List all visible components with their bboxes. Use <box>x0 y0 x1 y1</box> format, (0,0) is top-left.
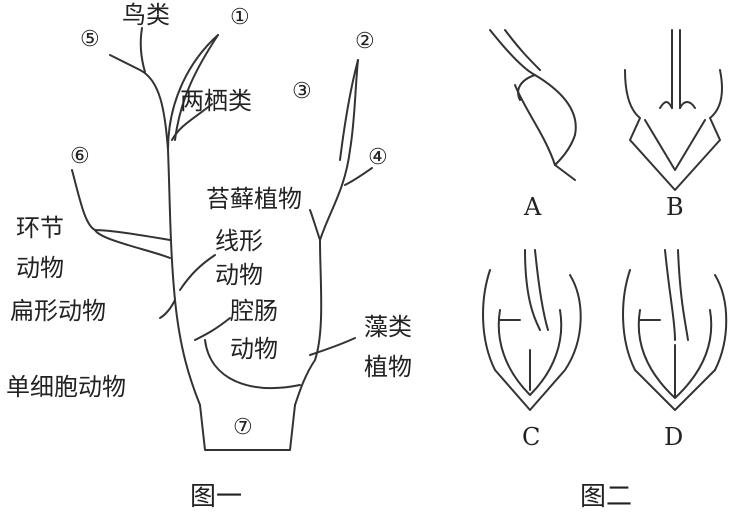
number-6: ⑥ <box>70 144 90 169</box>
label-nematodes-1: 线形 <box>215 227 263 255</box>
branch-3-amphibian <box>171 103 213 141</box>
branch-algae <box>309 337 356 356</box>
number-5: ⑤ <box>80 27 100 52</box>
label-protozoa: 单细胞动物 <box>6 373 126 401</box>
branch-2-inner <box>339 59 359 161</box>
inner-bowl <box>204 339 301 389</box>
branch-1 <box>167 34 219 151</box>
figure1-caption: 图一 <box>190 482 243 512</box>
branch-nematode <box>179 254 216 291</box>
branch-1-inner <box>174 34 219 141</box>
label-coelenterates-1: 腔肠 <box>230 297 278 325</box>
label-coelenterates-2: 动物 <box>230 335 278 363</box>
label-annelids-2: 动物 <box>16 254 64 282</box>
branch-flatworm <box>159 299 176 319</box>
label-nematodes-2: 动物 <box>215 261 263 289</box>
branch-6-annelid <box>71 169 171 241</box>
figure2-caption: 图二 <box>580 482 633 512</box>
number-1: ① <box>230 5 250 30</box>
branch-moss <box>309 209 321 241</box>
panel-label-d: D <box>664 423 684 451</box>
number-4: ④ <box>368 145 388 170</box>
label-annelids-1: 环节 <box>16 214 64 242</box>
panel-label-c: C <box>522 423 541 451</box>
number-2: ② <box>355 29 375 54</box>
branch-bird <box>139 27 146 73</box>
evolution-tree <box>71 27 373 451</box>
trunk-left-edge <box>109 54 201 406</box>
label-algae-1: 藻类 <box>364 313 412 341</box>
panel-label-a: A <box>524 193 542 221</box>
branch-coelenterate <box>194 317 231 341</box>
number-3: ③ <box>292 79 312 104</box>
label-flatworms: 扁形动物 <box>10 297 106 325</box>
heart-b <box>624 29 723 191</box>
branch-annelid-tip <box>94 229 171 259</box>
heart-c <box>482 249 582 411</box>
label-mosses: 苔藓植物 <box>206 185 302 213</box>
label-amphibians: 两栖类 <box>180 87 252 115</box>
heart-d <box>622 249 728 411</box>
heart-a <box>489 29 577 181</box>
branch-4 <box>344 167 373 186</box>
panel-label-b: B <box>666 193 684 221</box>
trunk-right-curve <box>294 59 359 406</box>
label-algae-2: 植物 <box>364 353 412 381</box>
tree-base <box>199 404 296 451</box>
label-birds: 鸟类 <box>122 1 170 29</box>
number-7: ⑦ <box>233 415 253 440</box>
